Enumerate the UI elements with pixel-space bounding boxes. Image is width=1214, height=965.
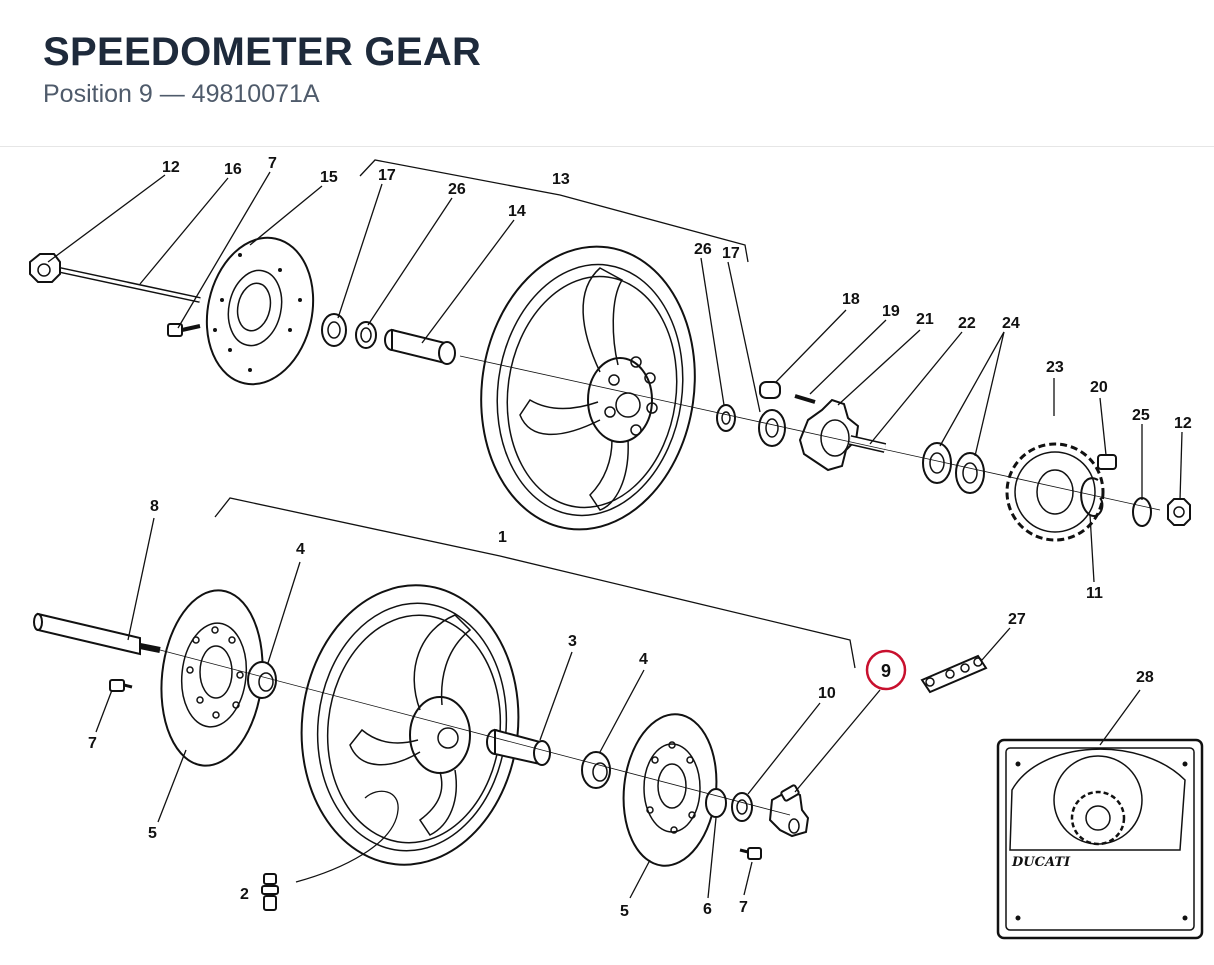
- front-left-bearing-part: [247, 661, 277, 699]
- front-right-brake-disc-part: [622, 713, 718, 867]
- callout-2[interactable]: 2: [240, 886, 249, 903]
- callout-23[interactable]: 23: [1046, 359, 1064, 376]
- axle-washer-part: [1132, 497, 1152, 527]
- callout-19[interactable]: 19: [882, 303, 900, 320]
- callout-8[interactable]: 8: [150, 498, 159, 515]
- callout-12[interactable]: 12: [1174, 415, 1192, 432]
- rear-brake-disc-part: [205, 236, 315, 386]
- front-right-disc-bolt-part: [739, 847, 762, 860]
- speedometer-drive-washer-part: [731, 792, 753, 822]
- callout-16[interactable]: 16: [224, 161, 242, 178]
- axle-nut-part: [1167, 498, 1191, 526]
- cush-drive-spacer-part: [759, 381, 781, 399]
- callout-11[interactable]: 11: [1086, 585, 1103, 602]
- rear-spacer-part: [321, 313, 347, 347]
- callout-24[interactable]: 24: [1002, 315, 1020, 332]
- callout-7[interactable]: 7: [739, 899, 748, 916]
- callout-4[interactable]: 4: [639, 651, 648, 668]
- rear-wheel-assembly: [29, 159, 1191, 542]
- page-subtitle: Position 9 — 49810071A: [43, 80, 320, 108]
- rear-axle-part: [29, 253, 201, 303]
- page-title: SPEEDOMETER GEAR: [43, 30, 482, 74]
- hub-seal-ring-part: [716, 404, 736, 432]
- callout-18[interactable]: 18: [842, 291, 860, 308]
- callout-3[interactable]: 3: [568, 633, 577, 650]
- rear-wheel-rim-part: [480, 245, 696, 531]
- front-right-bearing-part: [581, 751, 611, 789]
- leader-lines: [47, 171, 1183, 899]
- callout-7[interactable]: 7: [268, 155, 277, 172]
- front-left-brake-disc-part: [160, 589, 264, 767]
- callout-26[interactable]: 26: [448, 181, 466, 198]
- front-disc-bolt-part: [109, 679, 133, 692]
- callout-13[interactable]: 13: [552, 171, 570, 188]
- flange-bearing-part: [922, 442, 985, 494]
- callout-14[interactable]: 14: [508, 203, 526, 220]
- callout-10[interactable]: 10: [818, 685, 836, 702]
- sprocket-nut-part: [1097, 454, 1117, 470]
- callout-12[interactable]: 12: [162, 159, 180, 176]
- rear-seal-ring-part: [355, 321, 377, 349]
- brake-disc-bolt-part: [167, 323, 201, 337]
- callout-17[interactable]: 17: [378, 167, 396, 184]
- front-wheel-rim-part: [300, 584, 520, 866]
- rear-sprocket-part: [1005, 442, 1105, 542]
- callout-5[interactable]: 5: [148, 825, 157, 842]
- page-header: SPEEDOMETER GEAR Position 9 — 49810071A: [0, 0, 1214, 147]
- front-spacer-part: [486, 728, 551, 766]
- callout-9[interactable]: 9: [881, 661, 891, 681]
- callout-17[interactable]: 17: [722, 245, 740, 262]
- highlighted-callout-9[interactable]: 9: [865, 649, 907, 691]
- callout-6[interactable]: 6: [703, 901, 712, 918]
- sprocket-flange-part: [798, 398, 887, 472]
- front-axle-part: [33, 612, 161, 656]
- tire-valve-part: [261, 790, 399, 911]
- callout-20[interactable]: 20: [1090, 379, 1108, 396]
- callout-7[interactable]: 7: [88, 735, 97, 752]
- hub-bearing-part: [758, 409, 786, 447]
- callout-1[interactable]: 1: [498, 529, 507, 546]
- chain-link-part: [920, 654, 988, 694]
- speedometer-gear-part: [768, 784, 810, 838]
- callout-21[interactable]: 21: [916, 311, 934, 328]
- front-seal-part: [705, 788, 727, 818]
- callout-25[interactable]: 25: [1132, 407, 1150, 424]
- callout-27[interactable]: 27: [1008, 611, 1026, 628]
- circlip-part: [1080, 477, 1104, 517]
- rear-spacer-tube-part: [384, 328, 456, 365]
- front-wheel-assembly: [33, 497, 856, 911]
- callout-5[interactable]: 5: [620, 903, 629, 920]
- callout-22[interactable]: 22: [958, 315, 976, 332]
- ducati-logo: DUCATI: [1011, 855, 1071, 870]
- cush-drive-stud-part: [794, 394, 816, 404]
- sprocket-cover-part: DUCATI: [996, 738, 1204, 940]
- callout-labels: 12 16 7 15 17 26 13 14 26 17 18 19 21 22…: [88, 155, 1192, 920]
- callout-15[interactable]: 15: [320, 169, 338, 186]
- callout-28[interactable]: 28: [1136, 669, 1154, 686]
- callout-4[interactable]: 4: [296, 541, 305, 558]
- callout-26[interactable]: 26: [694, 241, 712, 258]
